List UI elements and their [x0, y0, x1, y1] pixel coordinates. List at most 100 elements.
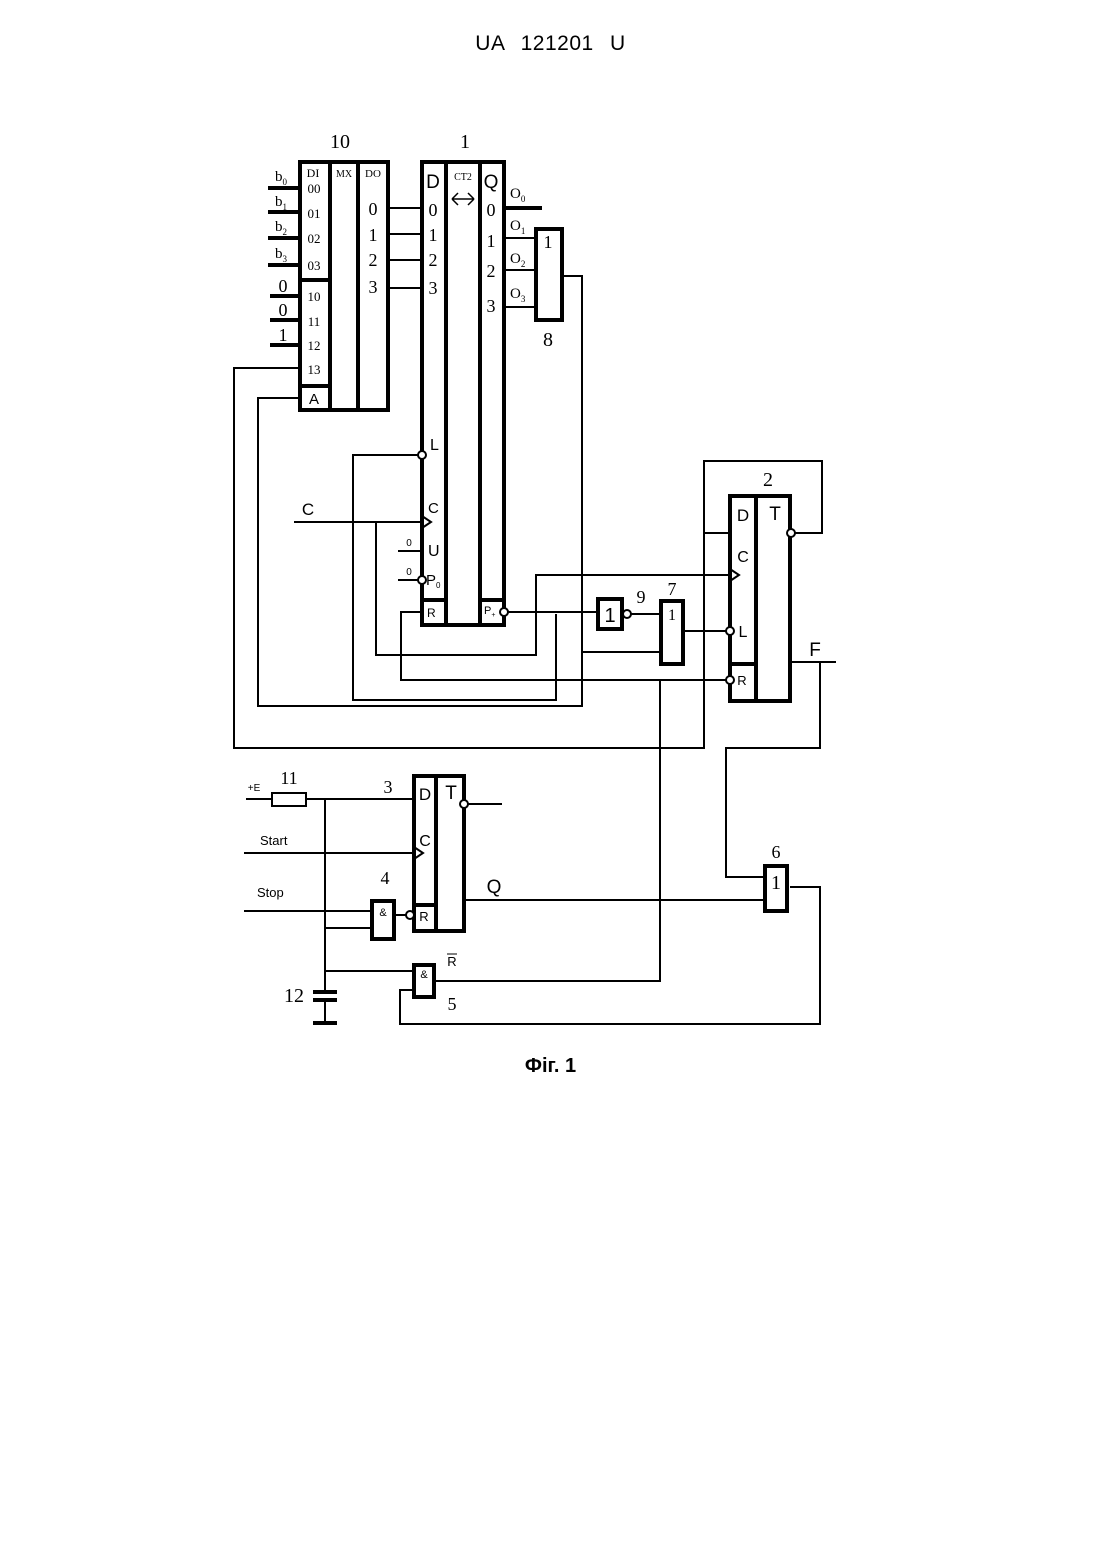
output-o2: O2: [510, 251, 525, 269]
multiplexer-ref: 10: [330, 131, 350, 153]
multiplexer-10: 10 DI MX DO 00 01 02 03 10 11 12 13 A 0 …: [300, 131, 388, 410]
trigger-2-t: T: [769, 504, 781, 525]
counter-pin-c: C: [428, 500, 439, 517]
counter-1: 1 D CT2 Q 0 1 2 3 0 1 2 3 L C U P0 R P+: [418, 131, 508, 625]
counter-col-d: D: [426, 172, 440, 193]
output-o1: O1: [510, 218, 525, 236]
output-f: F: [809, 640, 821, 661]
start-label: Start: [260, 833, 288, 848]
mux-input-01: 01: [308, 206, 321, 221]
inverter-9-ref: 9: [637, 587, 646, 607]
trigger-2-r: R: [737, 673, 746, 688]
mux-input-02: 02: [308, 231, 321, 246]
const-input-0a: 0: [279, 276, 288, 296]
counter-q0: 0: [487, 200, 496, 220]
inverter-9-symbol: 1: [604, 605, 615, 627]
trigger-3-d: D: [419, 785, 431, 804]
trigger-3-c: C: [419, 833, 431, 850]
mux-input-13: 13: [308, 362, 321, 377]
const-input-1: 1: [279, 325, 288, 345]
mux-input-12: 12: [308, 338, 321, 353]
trigger-2: 2 D T C L R F: [704, 461, 836, 877]
or-gate-6-symbol: 1: [771, 872, 781, 894]
trigger-3: 3 D T C R Q: [384, 776, 766, 931]
input-b1: b1: [275, 194, 287, 212]
counter-q2: 2: [487, 261, 496, 281]
counter-d3: 3: [429, 278, 438, 298]
trigger-2-ref: 2: [763, 469, 773, 491]
output-o3: O3: [510, 286, 526, 304]
mux-constant-inputs: 0 0 1: [270, 276, 300, 345]
trigger-2-d: D: [737, 506, 749, 525]
trigger-2-c: C: [737, 549, 749, 566]
mux-input-10: 10: [308, 289, 321, 304]
and-gate-4-ref: 4: [381, 868, 390, 888]
trigger-3-ref: 3: [384, 777, 393, 797]
const-p0-zero: 0: [406, 567, 412, 578]
const-input-0b: 0: [279, 300, 288, 320]
counter-q3: 3: [487, 296, 496, 316]
mux-col-mx: MX: [336, 169, 353, 180]
and-gate-5: & 5 R: [325, 887, 820, 1024]
counter-pin-u: U: [428, 543, 440, 560]
counter-d1: 1: [429, 225, 438, 245]
input-b0: b0: [275, 169, 288, 187]
mux-output-0: 0: [369, 199, 378, 219]
counter-p0-inverter: [418, 576, 426, 584]
and-gate-5-ref: 5: [448, 994, 457, 1014]
counter-l-inverter: [418, 451, 426, 459]
counter-p-out-inverter: [500, 608, 508, 616]
trigger-2-r-inverter: [726, 676, 734, 684]
counter-ref: 1: [460, 131, 470, 153]
clock-input-label: C: [302, 500, 314, 519]
input-b3: b3: [275, 246, 288, 264]
and-gate-5-symbol: &: [420, 969, 428, 981]
trigger-3-r-inverter: [406, 911, 414, 919]
trigger-3-inverted-out: [460, 800, 468, 808]
mux-col-do: DO: [365, 168, 381, 180]
trigger-2-inverted-out: [787, 529, 795, 537]
capacitor-12: 12: [284, 985, 337, 1023]
trigger-2-l-inverter: [726, 627, 734, 635]
or-gate-8-ref: 8: [543, 329, 553, 351]
or-gate-8-symbol: 1: [544, 232, 553, 252]
counter-col-q: Q: [484, 172, 499, 193]
const-u-zero: 0: [406, 538, 412, 549]
mux-output-2: 2: [369, 250, 378, 270]
capacitor-12-ref: 12: [284, 985, 304, 1007]
counter-q1: 1: [487, 231, 496, 251]
inverter-9: 1 9: [598, 587, 661, 629]
counter-col-type: CT2: [454, 172, 472, 183]
or-gate-6-ref: 6: [772, 842, 781, 862]
or-gate-6: 1 6: [765, 842, 787, 911]
mux-address-a: A: [309, 391, 319, 408]
stop-label: Stop: [257, 885, 284, 900]
mux-output-1: 1: [369, 225, 378, 245]
mux-input-00: 00: [308, 181, 321, 196]
or-gate-7-ref: 7: [668, 579, 677, 599]
counter-d0: 0: [429, 200, 438, 220]
mux-input-03: 03: [308, 258, 321, 273]
mux-output-3: 3: [369, 277, 378, 297]
figure-caption: Фіг. 1: [0, 1055, 1101, 1078]
mux-to-counter-wires: [388, 208, 422, 288]
mux-col-di: DI: [307, 166, 320, 180]
input-b2: b2: [275, 219, 287, 237]
inverter-9-bubble: [623, 610, 631, 618]
bus-b-inputs: b0 b1 b2 b3: [268, 169, 300, 265]
trigger-3-q: Q: [487, 877, 502, 898]
output-o0: O0: [510, 186, 526, 204]
or-gate-7-symbol: 1: [668, 607, 676, 624]
counter-pin-l: L: [430, 437, 439, 454]
trigger-3-t: T: [445, 783, 457, 804]
and-gate-4: & 4: [325, 868, 406, 939]
counter-pin-r: R: [427, 606, 436, 620]
mux-input-11: 11: [308, 314, 321, 329]
counter-d2: 2: [429, 250, 438, 270]
and-gate-5-out-label: R: [447, 954, 456, 969]
resistor-11-ref: 11: [280, 768, 297, 788]
trigger-2-l: L: [739, 624, 748, 641]
and-gate-4-symbol: &: [379, 907, 387, 919]
trigger-3-r: R: [419, 909, 428, 924]
